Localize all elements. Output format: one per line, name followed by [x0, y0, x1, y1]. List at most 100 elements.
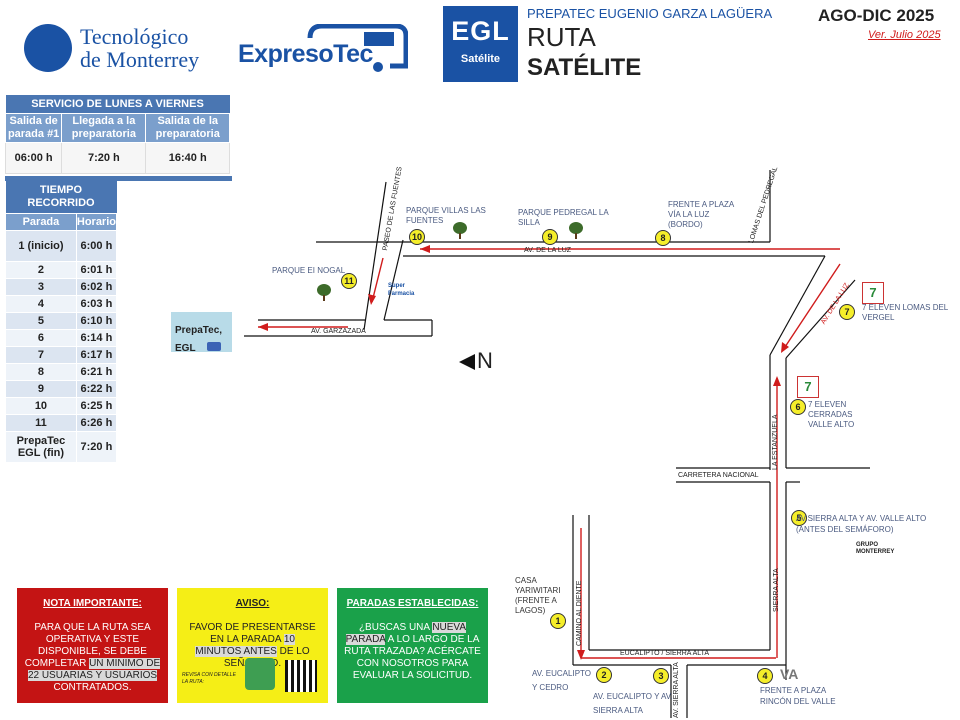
- bus-icon: [307, 23, 409, 72]
- times-row: PrepaTec EGL (fin)7:20 h: [5, 431, 118, 463]
- times-row-time: 6:10 h: [75, 312, 118, 330]
- stop-11-label: PARQUE EI NOGAL: [272, 266, 346, 275]
- aviso-note-text: FAVOR DE PRESENTARSE EN LA PARADA: [189, 622, 316, 645]
- schedule-col-departure: Salida de parada #1: [4, 113, 63, 143]
- ruta-label: RUTA: [527, 22, 596, 52]
- times-row-time: 6:22 h: [75, 380, 118, 398]
- stop-3-marker[interactable]: 3: [653, 668, 669, 684]
- stop-1-marker[interactable]: 1: [550, 613, 566, 629]
- street-la-estanzuela: LA ESTANZUELA: [772, 414, 779, 470]
- stop-2-label: AV. EUCALIPTO Y CEDRO: [532, 669, 591, 692]
- street-av-garzazada: AV. GARZAZADA: [311, 328, 366, 335]
- tec-logo-line2: de Monterrey: [80, 47, 200, 72]
- stop-5-marker[interactable]: 5: [791, 510, 807, 526]
- important-note: NOTA IMPORTANTE: PARA QUE LA RUTA SEA OP…: [17, 588, 168, 703]
- egl-badge-title: EGL: [451, 16, 510, 46]
- stop-6-label: 7 ELEVEN CERRADAS VALLE ALTO: [808, 400, 855, 429]
- stop-5-label: AV.SIERRA ALTA Y AV. VALLE ALTO (ANTES D…: [796, 514, 927, 534]
- stop-4-label: FRENTE A PLAZA RINCÓN DEL VALLE: [760, 686, 836, 706]
- times-row-time: 6:02 h: [75, 278, 118, 296]
- times-row-stop: 1 (inicio): [5, 230, 77, 262]
- important-note-text-end: CONTRATADOS.: [53, 682, 132, 693]
- stop-9-marker[interactable]: 9: [542, 229, 558, 245]
- street-eucalipto-sierra: EUCALIPTO / SIERRA ALTA: [620, 650, 710, 657]
- seven-eleven-logo: 7: [862, 282, 884, 304]
- stop-6-marker[interactable]: 6: [790, 399, 806, 415]
- stop-4-marker[interactable]: 4: [757, 668, 773, 684]
- tree-icon: [569, 222, 583, 234]
- super-farmacia-logo: Super Farmacia: [388, 283, 415, 297]
- paradas-note: PARADAS ESTABLECIDAS: ¿BUSCAS UNA NUEVA …: [337, 588, 488, 703]
- stop-11-marker[interactable]: 11: [341, 273, 357, 289]
- north-label: N: [459, 348, 493, 374]
- times-row-time: 6:17 h: [75, 346, 118, 364]
- times-row-stop: PrepaTec EGL (fin): [5, 431, 77, 463]
- street-av-sierra-alta: AV. SIERRA ALTA: [673, 662, 680, 718]
- times-row-stop: 4: [5, 295, 77, 313]
- grupo-monterrey-logo: GRUPO MONTERREY: [856, 542, 895, 555]
- times-row-time: 6:03 h: [75, 295, 118, 313]
- schedule-value-return: 16:40 h: [145, 142, 230, 174]
- seven-eleven-logo: 7: [797, 376, 819, 398]
- campus-name: PREPATEC EUGENIO GARZA LAGÜERA: [527, 6, 773, 21]
- tec-logo: Tecnológico de Monterrey: [24, 24, 199, 72]
- street-sierra-alta: SIERRA ALTA: [773, 568, 780, 612]
- times-col-stop: Parada: [5, 213, 77, 231]
- schedule-divider: [5, 176, 232, 181]
- egl-badge: EGL Satélite: [443, 6, 518, 82]
- aviso-note-title: AVISO:: [235, 598, 270, 609]
- google-maps-icon[interactable]: [245, 658, 275, 690]
- tec-emblem-icon: [24, 24, 72, 72]
- period-label: AGO-DIC 2025: [818, 6, 935, 25]
- street-camino-diente: CAMINO AL DIENTE: [576, 580, 583, 646]
- important-note-title: NOTA IMPORTANTE:: [43, 598, 142, 609]
- stop-7-label: 7 ELEVEN LOMAS DEL VERGEL: [862, 303, 948, 322]
- times-row-time: 7:20 h: [75, 431, 118, 463]
- schedule-title: SERVICIO DE LUNES A VIERNES: [5, 95, 230, 114]
- paradas-note-text-end: A LO LARGO DE LA RUTA TRAZADA? ACÉRCATE …: [344, 634, 481, 681]
- schedule-col-return: Salida de la preparatoria: [145, 113, 230, 143]
- times-row-time: 6:26 h: [75, 414, 118, 432]
- times-row-time: 6:25 h: [75, 397, 118, 415]
- times-row-time: 6:14 h: [75, 329, 118, 347]
- important-note-text: PARA QUE LA RUTA SEA OPERATIVA Y ESTE DI…: [24, 622, 151, 669]
- stop-2-marker[interactable]: 2: [596, 667, 612, 683]
- times-row-time: 6:01 h: [75, 261, 118, 279]
- north-arrow-icon: [459, 354, 475, 370]
- times-title: TIEMPO RECORRIDO: [5, 181, 117, 214]
- stop-8-label: FRENTE A PLAZA VÍA LA LUZ (BORDO): [668, 200, 734, 229]
- expresotec-logo-text: ExpresoTec: [238, 40, 373, 68]
- schedule-col-arrival: Llegada a la preparatoria: [61, 113, 147, 143]
- tree-trunk-icon: [459, 233, 461, 239]
- paradas-note-title: PARADAS ESTABLECIDAS:: [346, 598, 479, 609]
- va-logo: VA: [780, 666, 799, 682]
- prepatec-destination-label: PrepaTec, EGL: [175, 325, 223, 354]
- north-letter: N: [477, 348, 493, 373]
- tec-logo-line1: Tecnológico: [80, 24, 189, 49]
- stop-8-marker[interactable]: 8: [655, 230, 671, 246]
- stop-3-label: AV. EUCALIPTO Y AV. SIERRA ALTA: [593, 692, 673, 715]
- tree-trunk-icon: [575, 233, 577, 239]
- qr-code-icon[interactable]: [285, 660, 317, 692]
- prepatec-destination: PrepaTec, EGL: [171, 312, 232, 354]
- expresotec-logo: ExpresoTec: [238, 23, 409, 79]
- paradas-note-text: ¿BUSCAS UNA: [358, 622, 430, 633]
- street-av-luz: AV. DE LA LUZ: [524, 247, 572, 254]
- stop-1-label: CASA YARIWITARI (FRENTE A LAGOS): [515, 576, 561, 615]
- times-row-stop: 11: [5, 414, 77, 432]
- schedule-value-departure: 06:00 h: [4, 142, 63, 174]
- stop-10-marker[interactable]: 10: [409, 229, 425, 245]
- stop-7-marker[interactable]: 7: [839, 304, 855, 320]
- times-row-time: 6:21 h: [75, 363, 118, 381]
- tree-trunk-icon: [323, 295, 325, 301]
- times-row: 1 (inicio)6:00 h: [5, 230, 118, 262]
- aviso-small-text: REVISA CON DETALLE LA RUTA:: [182, 672, 236, 685]
